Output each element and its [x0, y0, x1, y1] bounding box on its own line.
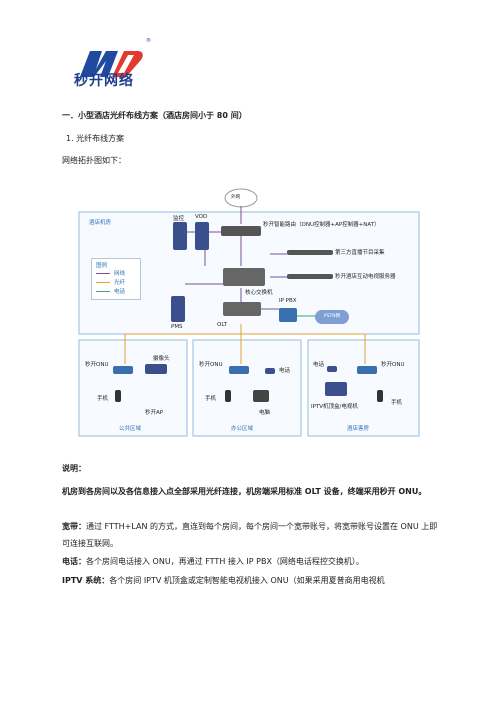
telephone-icon [327, 366, 337, 372]
olt-icon [223, 302, 261, 316]
iptv-lead: IPTV 系统： [62, 576, 110, 585]
subsection-heading: 1. 光纤布线方案 [66, 134, 125, 143]
vod-label: VOD [195, 214, 208, 220]
zone3-item-iptv: IPTV机顶盒/电视机 [311, 404, 358, 410]
zone1-onu-label: 秒开ONU [85, 362, 109, 368]
legend-title: 图例 [96, 263, 108, 269]
core-switch-label: 核心交换机 [245, 290, 273, 296]
broadband-text: 通过 FTTH+LAN 的方式，直连到每个房间，每个房间一个宽带账号，将宽带账号… [62, 522, 438, 548]
camera-icon [145, 364, 167, 374]
paragraph-fiber: 机房到各房间以及各信息接入点全部采用光纤连接，机房端采用标准 OLT 设备，终端… [62, 487, 427, 496]
zone1-item-phone: 手机 [97, 396, 109, 402]
cloud-label: 外网 [231, 195, 240, 200]
interactive-label: 秒开酒店互动电视服务器 [335, 274, 396, 280]
section-heading: 一．小型酒店光纤布线方案（酒店房间小于 80 间） [62, 111, 247, 120]
paragraph-iptv: IPTV 系统：各个房间 IPTV 机顶盒或定制智能电视机接入 ONU（如果采用… [62, 572, 442, 589]
zone3-name: 酒店客房 [347, 426, 370, 432]
zone3-item-tel: 电话 [313, 362, 325, 368]
legend-item: 网线 [114, 271, 126, 277]
zone3-onu-label: 秒开ONU [381, 362, 405, 368]
core-switch-icon [223, 268, 265, 286]
router-label: 秒开智能路由（ONU控制器+AP控制器+NAT） [263, 222, 380, 228]
legend: 图例 网线 光纤 电话 [91, 258, 141, 300]
zone2-onu-label: 秒开ONU [199, 362, 223, 368]
intro-text: 网络拓扑图如下： [62, 156, 126, 165]
zone1-name: 公共区域 [119, 426, 142, 432]
logo-text: 秒开网络 [74, 73, 134, 89]
zone2-item-phone: 手机 [205, 396, 217, 402]
mobile-phone-icon [225, 390, 231, 402]
zone-label-machine-room: 酒店机房 [89, 220, 112, 226]
zone1-item-ap: 秒开AP [145, 410, 164, 416]
vod-server-icon [195, 222, 209, 250]
zone2-name: 办公区域 [231, 426, 254, 432]
capture-server-icon [287, 250, 333, 255]
router-icon [221, 226, 261, 236]
logo-registered: ® [146, 38, 151, 44]
zone1-item-camera: 摄像头 [153, 356, 170, 362]
legend-item: 光纤 [114, 280, 126, 286]
paragraph-broadband: 宽带：通过 FTTH+LAN 的方式，直连到每个房间，每个房间一个宽带账号，将宽… [62, 518, 442, 552]
tv-icon [325, 382, 347, 396]
onu-icon [357, 366, 377, 374]
telephone-icon [265, 368, 275, 374]
onu-icon [229, 366, 249, 374]
legend-item: 电话 [114, 289, 126, 295]
legend-swatch [96, 291, 110, 292]
paragraph-phone: 电话：各个房间电话接入 ONU，再通过 FTTH 接入 IP PBX（网络电话程… [62, 553, 442, 570]
zone3-item-phone: 手机 [391, 400, 403, 406]
monitor-label: 监控 [173, 216, 185, 222]
legend-swatch [96, 282, 110, 283]
broadband-lead: 宽带： [62, 522, 86, 531]
pms-label: PMS [171, 324, 183, 330]
zone2-item-tel: 电话 [279, 368, 291, 374]
ippbx-label: IP PBX [279, 298, 297, 304]
pstn-cloud: PSTN网 [315, 310, 349, 324]
legend-swatch [96, 273, 110, 274]
iptv-text: 各个房间 IPTV 机顶盒或定制智能电视机接入 ONU（如果采用夏普商用电视机 [109, 576, 385, 585]
phone-lead: 电话： [62, 557, 86, 566]
computer-icon [253, 390, 269, 402]
mobile-phone-icon [377, 390, 383, 402]
onu-icon [113, 366, 133, 374]
olt-label: OLT [217, 322, 227, 328]
zone2-item-pc: 电脑 [259, 410, 271, 416]
mobile-phone-icon [115, 390, 121, 402]
itv-server-icon [287, 274, 333, 279]
phone-text: 各个房间电话接入 ONU，再通过 FTTH 接入 IP PBX（网络电话程控交换… [86, 557, 364, 566]
ippbx-icon [279, 308, 297, 322]
network-topology-diagram: 酒店机房 图例 网线 光纤 电话 外网 监控 VOD 秒开智能路由（ONU控制器… [65, 184, 431, 444]
logo-mark-icon [80, 51, 143, 77]
third-party-label: 第三方直播节目采集 [335, 250, 385, 256]
monitor-server-icon [173, 222, 187, 250]
explanation-title: 说明： [62, 464, 86, 473]
pms-server-icon [171, 296, 185, 322]
